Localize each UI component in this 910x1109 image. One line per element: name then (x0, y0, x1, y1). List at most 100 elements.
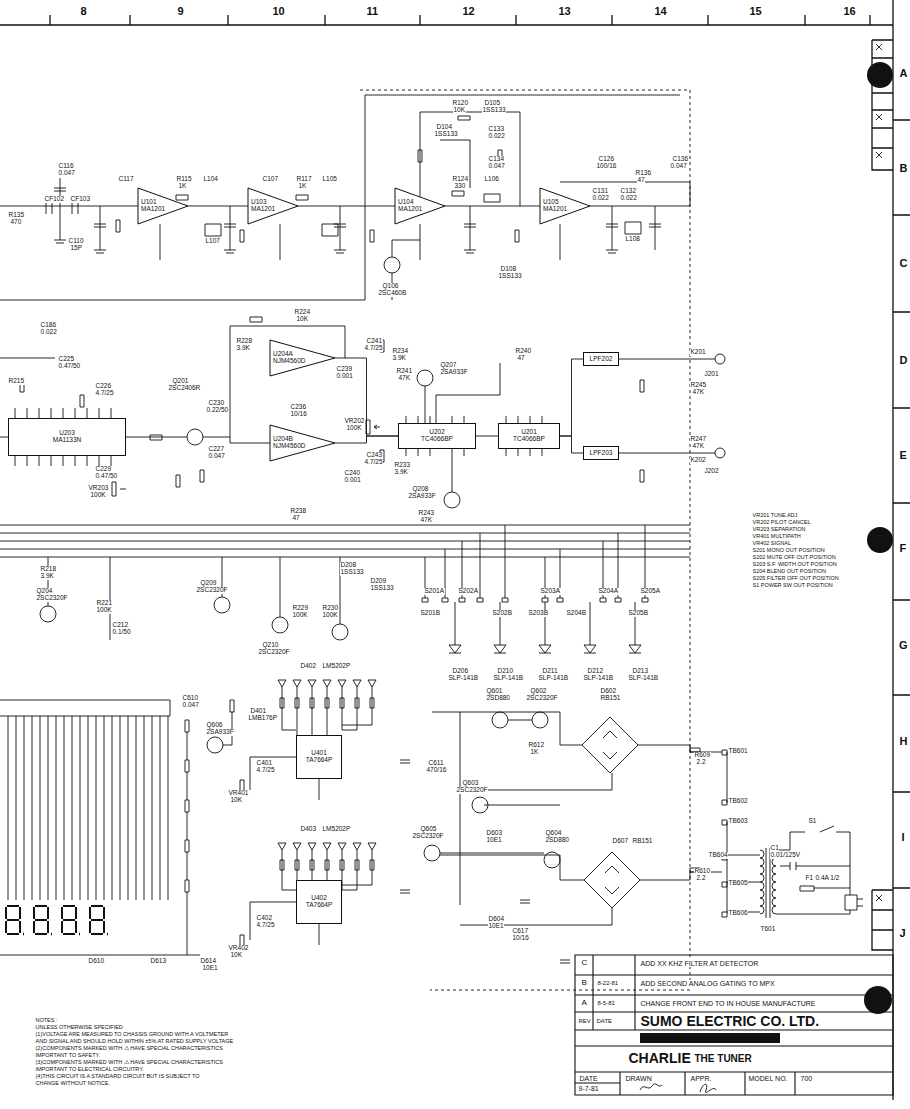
title-block-text: MODEL NO. (748, 1075, 788, 1082)
title-block-text: DATE (579, 1075, 598, 1082)
part-label: K202 (690, 457, 706, 464)
title-block-text: 8-5-81 (597, 1000, 615, 1006)
title-block-text: REV (578, 1018, 591, 1024)
note-text: VR401 MULTIPATH (752, 534, 801, 540)
part-label: LMB176P (248, 715, 278, 722)
part-label: 2.2 (696, 875, 706, 882)
seven-segment-display (6, 906, 104, 934)
op-amp-outline (248, 188, 298, 224)
part-label: 100K (96, 607, 112, 614)
part-label: 1SS133 (498, 273, 522, 280)
op-amp-symbol: U204ANJM4560D (270, 340, 335, 376)
part-label: MA1201 (141, 206, 165, 213)
part-label: C241 (366, 338, 383, 345)
part-label: LPF202 (590, 356, 613, 363)
part-label: 3.9K (392, 355, 406, 362)
part-label: 1K (298, 183, 307, 190)
part-label: S201B (420, 610, 441, 617)
part-label: L105 (322, 176, 337, 183)
part-label: 0.47/50 (95, 473, 118, 480)
part-label: C132 (620, 188, 637, 195)
resistor-symbols (116, 116, 634, 242)
part-label: D402 (300, 663, 317, 670)
part-label: S203A (540, 588, 561, 595)
registration-dot (867, 62, 893, 88)
transistor-symbol (444, 492, 460, 508)
part-label: C225 (58, 356, 75, 363)
part-label: TC4066BP (513, 436, 545, 443)
part-label: TC4066BP (421, 436, 453, 443)
decimal-points (23, 933, 108, 936)
part-label: 10E1 (488, 923, 504, 930)
text-holder: U402TA7664P (297, 881, 341, 923)
part-label: MA1201 (543, 206, 567, 213)
led-symbols (449, 645, 641, 653)
registration-dot (867, 527, 893, 553)
ic-package: U201TC4066BP (498, 423, 560, 449)
part-label: TB604 (708, 852, 728, 859)
op-amp-outline (395, 188, 445, 224)
part-label: MA1133N (53, 437, 81, 444)
note-text: (4)THIS CIRCUIT IS A STANDARD CIRCUIT BU… (35, 1074, 200, 1080)
part-label: 1SS133 (482, 107, 506, 114)
part-label: VR402 (228, 945, 249, 952)
part-label: TB601 (728, 748, 748, 755)
grid-reference: 8 (80, 6, 87, 17)
title-block-text: CHANGE FRONT END TO IN HOUSE MANUFACTURE (640, 1000, 816, 1007)
part-label: VR202 (344, 418, 365, 425)
transistor-symbol (384, 257, 400, 273)
part-label: SLP-141B (628, 675, 659, 682)
part-label: 0.4A 1/2 (815, 875, 840, 882)
part-label: U104 (398, 199, 414, 206)
grid-reference: SUMO ELECTRIC CO. LTD. (640, 1014, 820, 1028)
part-label: 3.9K (394, 469, 408, 476)
part-label: U204B (273, 436, 293, 443)
note-text: AND SIGNAL AND SHOULD HOLD WITHIN ±5% AT… (35, 1039, 234, 1045)
part-label: R241 (396, 368, 413, 375)
title-block-text: A (581, 999, 587, 1007)
part-label: D604 (488, 916, 505, 923)
part-label: 3.9K (40, 573, 54, 580)
part-label: Q106 (382, 283, 399, 290)
part-label: D206 (452, 668, 469, 675)
note-text: S205 FILTER OFF OUT POSITION (752, 576, 839, 582)
text-holder: U401TA7664P (297, 736, 341, 778)
part-label: 2SC2320F (258, 649, 290, 656)
part-label: 0.047 (208, 453, 225, 460)
part-label: 0.047 (670, 163, 687, 170)
part-label: D603 (486, 830, 503, 837)
note-text: S204 BLEND OUT POSITION (752, 569, 827, 575)
part-label: C117 (118, 176, 134, 183)
part-label: C230 (208, 400, 225, 407)
part-label: Q209 (200, 580, 217, 587)
part-label: L106 (484, 176, 499, 183)
part-label: 0.022 (40, 329, 57, 336)
part-label: S202B (492, 610, 513, 617)
transistor-symbol (424, 845, 440, 861)
note-text: S1 POWER SW OUT POSITION (752, 583, 833, 589)
transistor-symbol (417, 370, 433, 386)
part-label: R124 (452, 176, 469, 183)
part-label: TB605 (728, 880, 748, 887)
part-label: 2SC2320F (196, 587, 228, 594)
part-label: C239 (336, 366, 353, 373)
part-label: 470 (10, 219, 22, 226)
switch-contacts (422, 598, 648, 602)
part-label: D610 (88, 958, 105, 965)
part-label: 47K (692, 443, 705, 450)
part-label: 2SA933F (408, 493, 436, 500)
note-text: VR202 PILOT CANCEL (752, 520, 811, 526)
note-text: (2)COMPONENTS MARKED WITH ⚠ HAVE SPECIAL… (35, 1046, 223, 1052)
registration-dot (864, 986, 892, 1014)
part-label: Q207 (440, 362, 457, 369)
if-stage-wires (0, 95, 690, 300)
part-label: U103 (251, 199, 267, 206)
grid-reference: 15 (749, 6, 762, 17)
grid-reference: 13 (558, 6, 571, 17)
part-label: TA7664P (306, 757, 333, 764)
title-block-text: THE TUNER (694, 1054, 752, 1064)
part-label: C136 (672, 156, 689, 163)
grid-reference: J (899, 928, 906, 939)
op-amp-outline (540, 188, 590, 224)
part-label: 0.001 (336, 373, 353, 380)
